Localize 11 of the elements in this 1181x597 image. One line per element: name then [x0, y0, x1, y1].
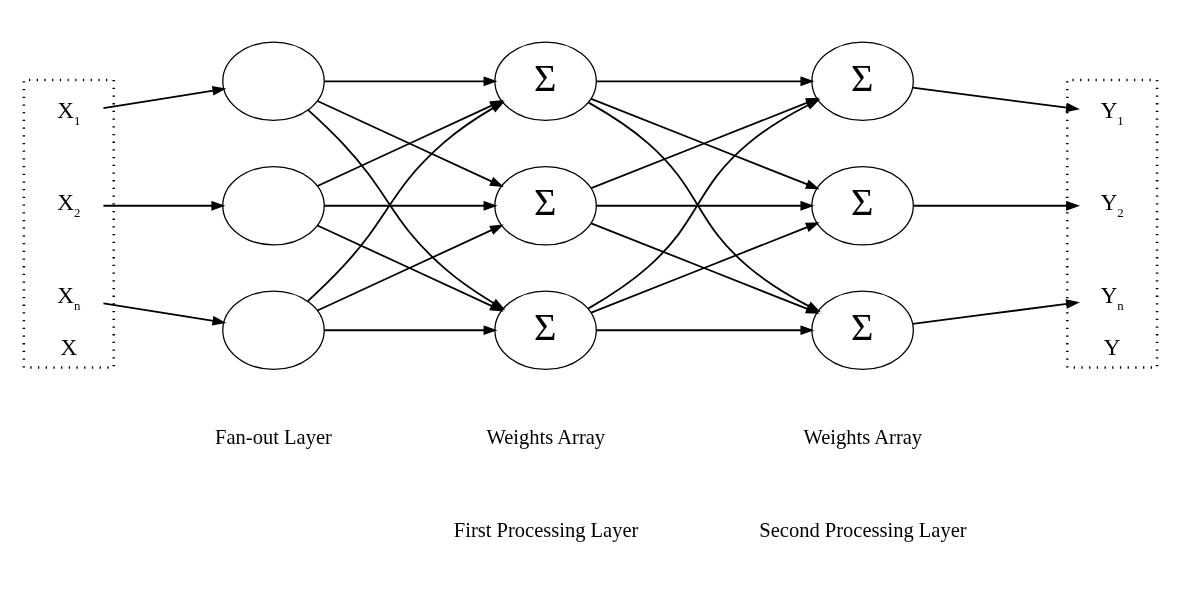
node-text: X$_{n}$ — [57, 281, 81, 313]
node-text: Y$_{2}$ — [1100, 189, 1124, 221]
label: Fan-out Layer — [215, 426, 332, 449]
label: First Processing Layer — [453, 518, 639, 541]
node-text: X$_{2}$ — [57, 189, 81, 221]
node-text: X$_{1}$ — [57, 96, 81, 128]
node-text: Y$_{n}$ — [1100, 281, 1124, 313]
label: Weights Array — [803, 426, 923, 449]
node-text: Y$_{1}$ — [1100, 96, 1124, 128]
label: Weights Array — [486, 426, 606, 449]
label: Second Processing Layer — [759, 518, 967, 541]
